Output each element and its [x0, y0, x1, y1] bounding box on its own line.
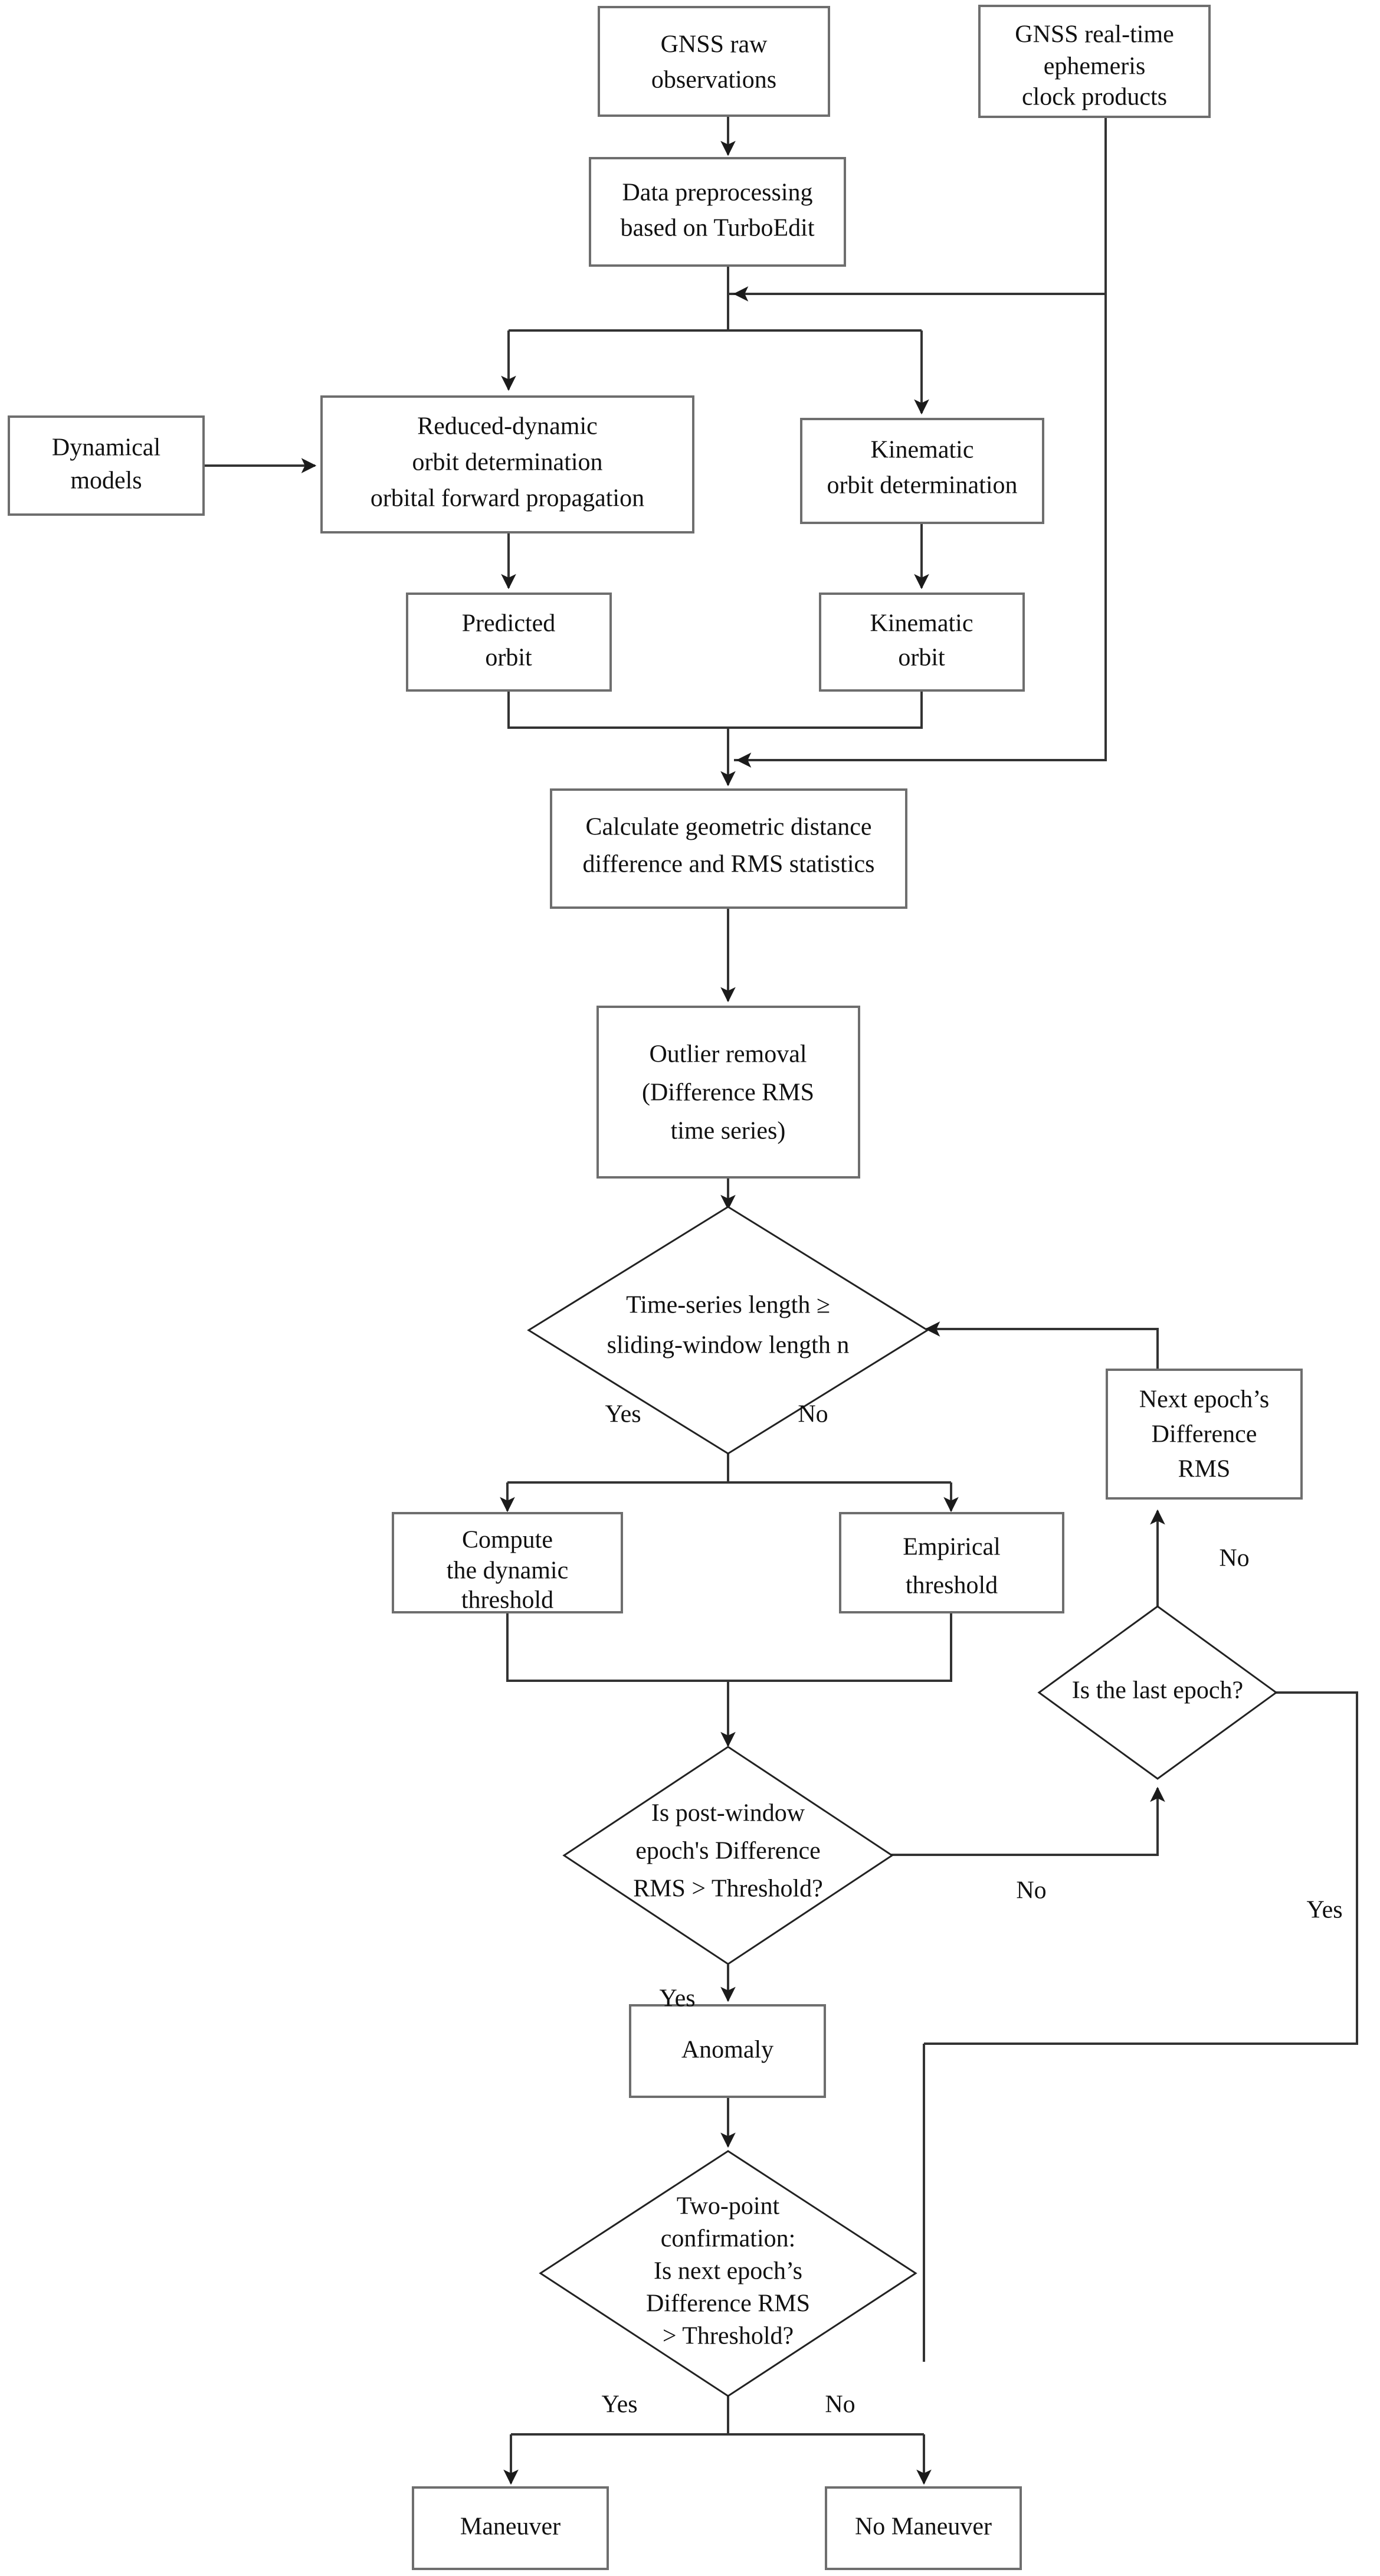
edge-rt-to-calc	[734, 294, 1107, 761]
edge-empiricalthr-to-merge	[728, 1611, 952, 1682]
node-label-line: Difference	[1152, 1421, 1257, 1448]
node-label-line: orbit	[898, 644, 945, 672]
node-label-line: orbit determination	[827, 472, 1017, 499]
edge-label-lencheck-no: No	[798, 1401, 828, 1428]
node-label-line: difference and RMS statistics	[583, 851, 875, 878]
node-label-line: GNSS raw	[661, 31, 768, 58]
edge-label-postwindow-yes: Yes	[659, 1985, 695, 2012]
node-label-line: Anomaly	[681, 2037, 773, 2064]
node-calculate-geometric-distance[interactable]: Calculate geometric distance difference …	[550, 788, 907, 909]
node-dynamical-models[interactable]: Dynamical models	[8, 415, 205, 516]
node-label-line: Data preprocessing	[622, 179, 812, 207]
node-label-line: the dynamic	[447, 1557, 568, 1585]
node-label-line: orbit determination	[412, 449, 602, 476]
node-label-line: > Threshold?	[663, 2323, 794, 2350]
edge-label-lastepoch-no: No	[1219, 1545, 1249, 1572]
node-label-line: models	[70, 467, 142, 495]
node-label-line: Next epoch’s	[1139, 1386, 1269, 1413]
edge-label-twopoint-no: No	[825, 2391, 855, 2418]
node-label-line: Is the last epoch?	[1072, 1677, 1243, 1704]
node-label-line: No Maneuver	[855, 2513, 992, 2541]
node-label-line: GNSS real-time	[1015, 21, 1174, 48]
node-next-epoch-difference-rms[interactable]: Next epoch’s Difference RMS	[1106, 1369, 1303, 1500]
node-label-line: RMS	[1178, 1456, 1231, 1483]
node-reduced-dynamic-od[interactable]: Reduced-dynamic orbit determination orbi…	[320, 395, 694, 533]
node-data-preprocessing[interactable]: Data preprocessing based on TurboEdit	[589, 157, 846, 267]
node-compute-dynamic-threshold[interactable]: Compute the dynamic threshold	[392, 1512, 623, 1614]
node-label-line: Dynamical	[52, 434, 160, 461]
node-label-line: Empirical	[903, 1534, 1001, 1561]
node-label-line: Kinematic	[871, 437, 974, 464]
node-label-line: threshold	[906, 1572, 998, 1599]
edge-label-postwindow-no: No	[1016, 1877, 1046, 1904]
node-label-line: Calculate geometric distance	[585, 814, 871, 841]
node-label-line: Time-series length ≥	[626, 1292, 830, 1319]
node-label-line: based on TurboEdit	[620, 215, 814, 242]
node-is-last-epoch[interactable]: Is the last epoch?	[1037, 1605, 1278, 1780]
node-label-line: ephemeris	[1044, 53, 1146, 80]
edge-label-lencheck-yes: Yes	[605, 1401, 641, 1428]
edge-postwindow-no-to-lastepoch	[891, 1786, 1165, 1856]
node-label-line: orbit	[485, 644, 532, 672]
node-label-line: epoch's Difference	[635, 1838, 820, 1865]
node-empirical-threshold[interactable]: Empirical threshold	[839, 1512, 1064, 1613]
node-label-line: time series)	[671, 1118, 786, 1145]
edge-label-lastepoch-yes: Yes	[1306, 1897, 1342, 1924]
node-anomaly[interactable]: Anomaly	[629, 2004, 826, 2098]
node-label-line: Kinematic	[870, 610, 973, 637]
edge-dynamicthr-to-merge	[506, 1611, 728, 1682]
edge-predicted-to-merge	[507, 690, 728, 729]
node-label-line: threshold	[461, 1587, 553, 1614]
node-label-line: observations	[651, 67, 776, 94]
node-label-line: Predicted	[462, 610, 556, 637]
node-label-line: Compute	[462, 1527, 553, 1554]
edge-nextepoch-to-lencheck	[929, 1328, 1159, 1370]
node-two-point-confirmation[interactable]: Two-point confirmation: Is next epoch’s …	[539, 2150, 917, 2397]
edge-kinematicorbit-to-merge	[728, 690, 923, 729]
node-label-line: Reduced-dynamic	[417, 413, 598, 440]
node-kinematic-orbit[interactable]: Kinematic orbit	[819, 593, 1025, 692]
node-label-line: Outlier removal	[649, 1041, 807, 1068]
node-label-line: orbital forward propagation	[371, 485, 644, 512]
node-label-line: Is next epoch’s	[654, 2258, 802, 2285]
edge-lastepoch-yes-loop	[924, 1691, 1358, 2045]
node-predicted-orbit[interactable]: Predicted orbit	[406, 593, 612, 692]
node-label-line: Is post-window	[651, 1800, 805, 1827]
node-timeseries-length-check[interactable]: Time-series length ≥ sliding-window leng…	[527, 1206, 929, 1455]
node-outlier-removal[interactable]: Outlier removal (Difference RMS time ser…	[596, 1006, 860, 1179]
node-gnss-realtime-products[interactable]: GNSS real-time ephemeris clock products	[978, 5, 1211, 118]
node-label-line: sliding-window length n	[607, 1332, 850, 1359]
node-gnss-raw-observations[interactable]: GNSS raw observations	[598, 6, 830, 117]
node-kinematic-od[interactable]: Kinematic orbit determination	[800, 418, 1044, 524]
node-label-line: clock products	[1022, 84, 1167, 111]
edge-label-twopoint-yes: Yes	[601, 2391, 637, 2418]
node-post-window-threshold-check[interactable]: Is post-window epoch's Difference RMS > …	[562, 1746, 894, 1965]
node-label-line: (Difference RMS	[642, 1079, 814, 1107]
node-label-line: confirmation:	[661, 2225, 796, 2253]
node-maneuver[interactable]: Maneuver	[412, 2486, 609, 2570]
node-no-maneuver[interactable]: No Maneuver	[825, 2486, 1022, 2570]
node-label-line: Maneuver	[460, 2513, 560, 2541]
node-label-line: Two-point	[677, 2193, 780, 2220]
node-label-line: Difference RMS	[646, 2290, 810, 2318]
node-label-line: RMS > Threshold?	[633, 1875, 823, 1903]
